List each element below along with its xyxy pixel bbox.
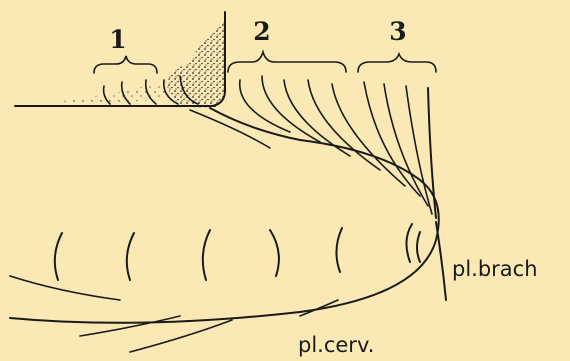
root-3a [364,82,420,196]
root-3b [384,84,428,206]
brachial-trunk [436,222,446,300]
group-label-2: 2 [253,17,270,46]
cervical-branch-a [80,316,180,336]
segment-arc-1 [55,233,62,280]
cervical-branch-d [10,276,120,300]
segment-arc-4 [270,230,279,276]
root-2c [284,80,350,156]
label-pl-cerv: pl.cerv. [298,333,374,357]
group-label-1: 1 [109,25,126,54]
segment-arc-7 [417,232,420,262]
cervical-branch-b [130,320,232,352]
segment-arc-6 [406,224,412,262]
outer-cervical-curve [10,108,439,323]
label-pl-brach: pl.brach [452,257,538,281]
segment-arc-3 [203,230,210,280]
stippled-region [168,20,225,108]
group-label-3: 3 [389,17,406,46]
brace-group-2 [228,52,346,72]
root-2d [308,80,380,170]
brace-group-3 [358,54,436,72]
segment-arc-2 [127,233,134,280]
cervical-branch-c [300,300,338,316]
root-2e [332,84,405,186]
root-3d [428,88,436,218]
segment-arc-5 [336,228,342,272]
brace-group-1 [94,56,157,73]
